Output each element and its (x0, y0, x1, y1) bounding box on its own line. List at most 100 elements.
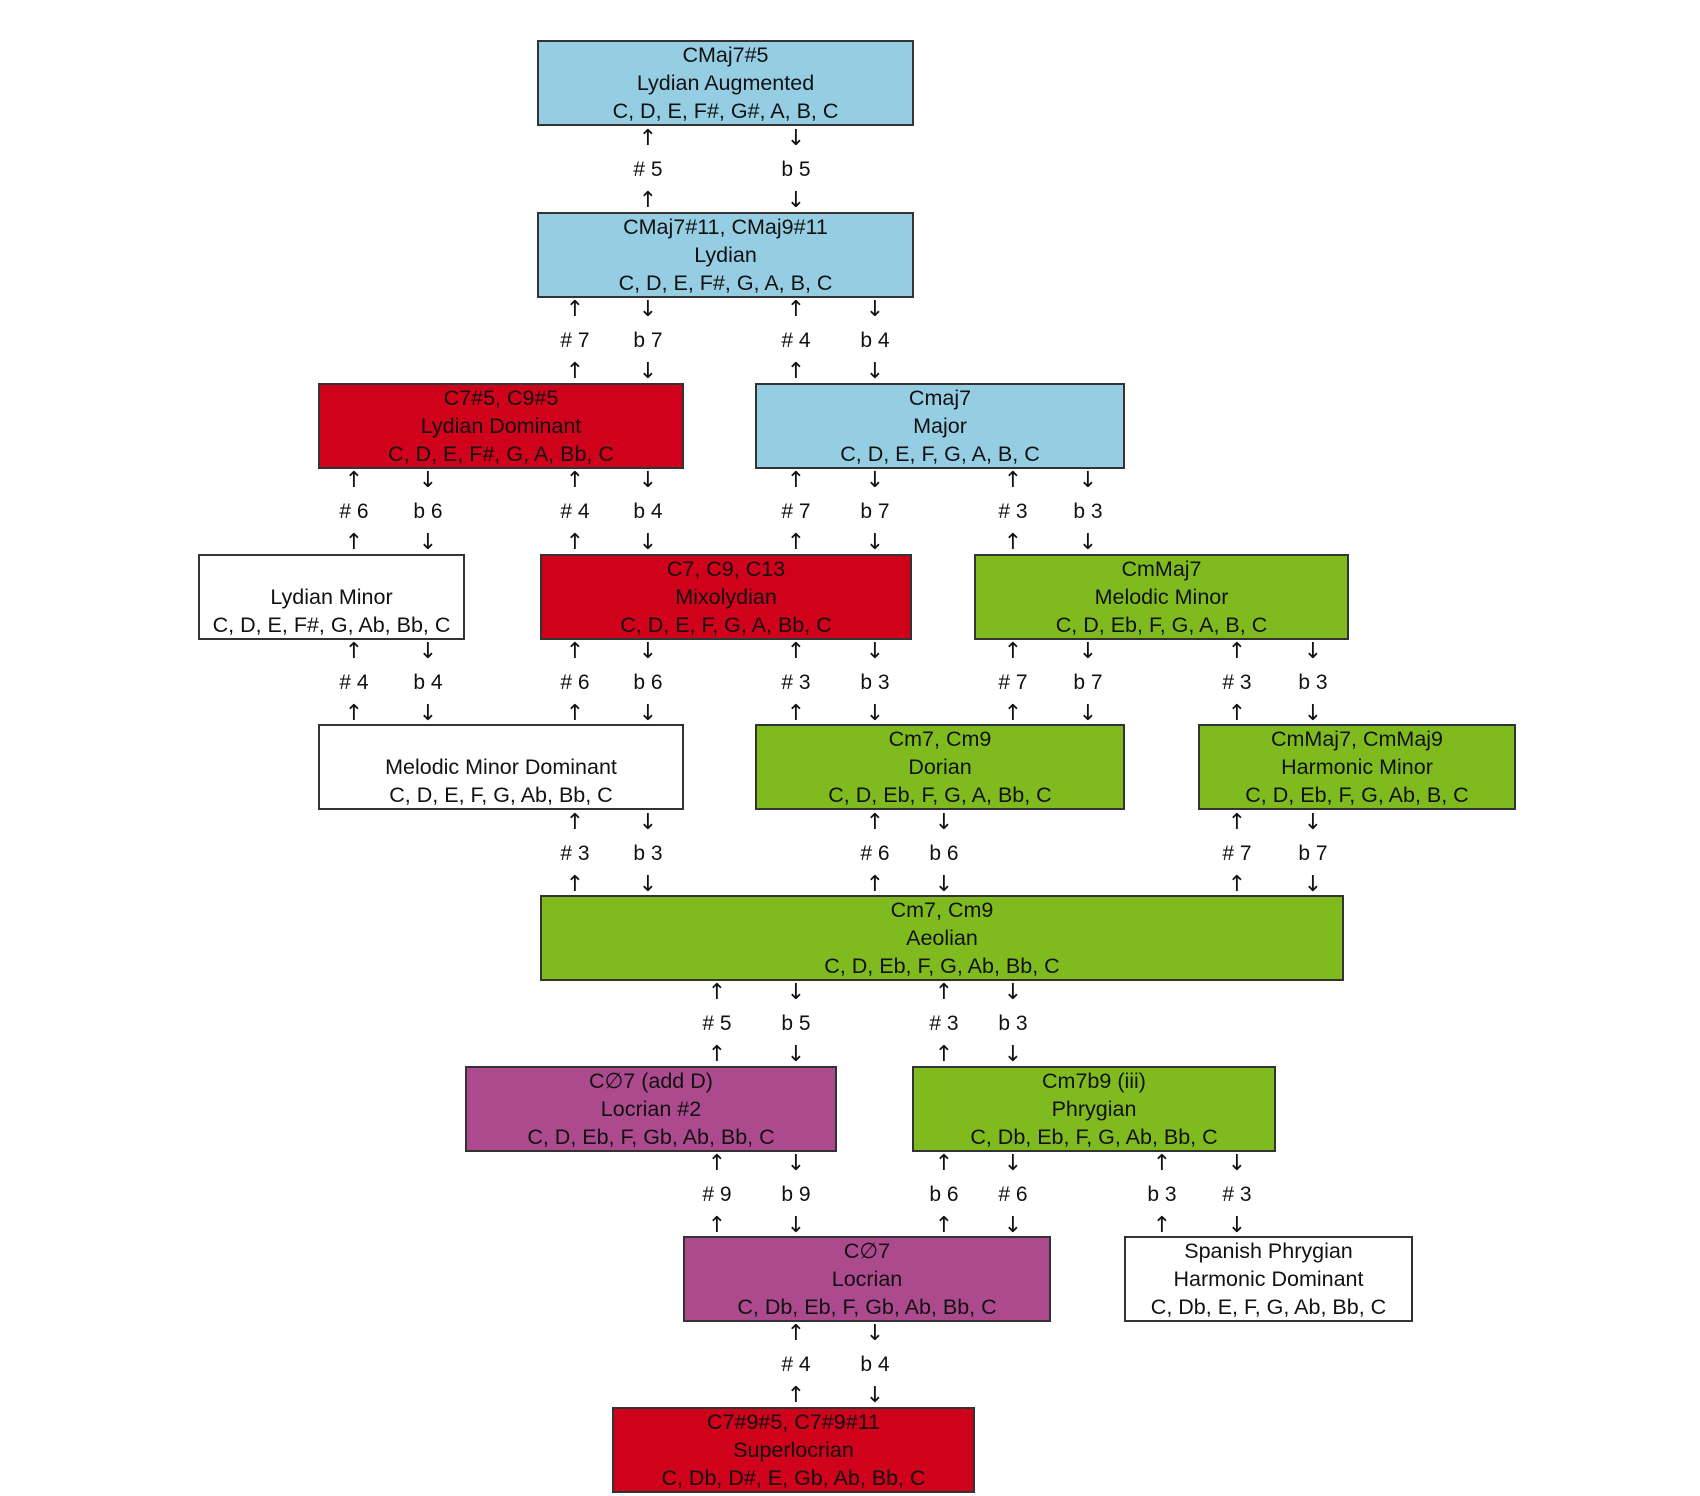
interval-label: # 3 (998, 500, 1028, 523)
transition-down: ↓b 7↓ (847, 470, 903, 554)
arrow-down-icon: ↓ (934, 872, 954, 897)
transition-up: ↑# 7↑ (547, 299, 603, 383)
interval-label: b 4 (860, 1353, 890, 1376)
interval-label: b 3 (860, 671, 890, 694)
transition-up: ↑b 3↑ (1134, 1153, 1190, 1237)
interval-label: # 3 (1222, 671, 1252, 694)
arrow-down-icon: ↓ (638, 639, 658, 664)
arrow-down-icon: ↓ (638, 530, 658, 555)
interval-label: b 6 (929, 842, 959, 865)
arrow-down-icon: ↓ (865, 297, 885, 322)
interval-label: # 3 (1222, 1183, 1252, 1206)
mode-name: Lydian (694, 243, 757, 267)
chord-label: Cm7, Cm9 (890, 898, 994, 922)
arrow-up-icon: ↑ (865, 872, 885, 897)
interval-label: # 5 (633, 158, 663, 181)
arrow-up-icon: ↑ (565, 297, 585, 322)
interval-label: b 5 (781, 1012, 811, 1035)
interval-label: b 5 (781, 158, 811, 181)
transition-up: ↑# 3↑ (547, 812, 603, 896)
mode-name: Locrian (831, 1267, 903, 1291)
chord-label: C7, C9, C13 (666, 557, 786, 581)
arrow-down-icon: ↓ (638, 359, 658, 384)
arrow-down-icon: ↓ (934, 810, 954, 835)
arrow-down-icon: ↓ (638, 468, 658, 493)
interval-label: b 3 (1073, 500, 1103, 523)
interval-label: # 4 (781, 329, 811, 352)
interval-label: # 4 (339, 671, 369, 694)
arrow-up-icon: ↑ (1152, 1213, 1172, 1238)
interval-label: # 7 (781, 500, 811, 523)
interval-label: # 5 (702, 1012, 732, 1035)
arrow-down-icon: ↓ (786, 1151, 806, 1176)
arrow-up-icon: ↑ (565, 530, 585, 555)
arrow-down-icon: ↓ (418, 530, 438, 555)
arrow-down-icon: ↓ (638, 872, 658, 897)
interval-label: # 4 (560, 500, 590, 523)
transition-up: ↑# 5↑ (620, 128, 676, 212)
arrow-down-icon: ↓ (1003, 980, 1023, 1005)
arrow-down-icon: ↓ (1078, 468, 1098, 493)
arrow-down-icon: ↓ (1303, 810, 1323, 835)
chord-label (329, 555, 335, 583)
transition-down: ↓b 4↓ (847, 1323, 903, 1407)
arrow-down-icon: ↓ (1003, 1042, 1023, 1067)
arrow-down-icon: ↓ (418, 701, 438, 726)
mode-name: Superlocrian (733, 1438, 854, 1462)
scale-notes: C, D, Eb, F, G, A, Bb, C (828, 783, 1052, 807)
interval-label: b 6 (413, 500, 443, 523)
chord-label: Cm7, Cm9 (888, 727, 992, 751)
scale-notes: C, D, E, F, G, Ab, Bb, C (389, 783, 613, 807)
arrow-up-icon: ↑ (1003, 468, 1023, 493)
mode-name: Lydian Dominant (420, 414, 582, 438)
arrow-down-icon: ↓ (865, 468, 885, 493)
transition-down: ↓b 4↓ (847, 299, 903, 383)
chord-label: C∅7 (add D) (589, 1069, 713, 1093)
arrow-down-icon: ↓ (865, 530, 885, 555)
transition-up: ↑# 7↑ (985, 641, 1041, 725)
arrow-down-icon: ↓ (1078, 530, 1098, 555)
arrow-up-icon: ↑ (565, 701, 585, 726)
scale-notes: C, D, Eb, F, Gb, Ab, Bb, C (527, 1125, 775, 1149)
arrow-up-icon: ↑ (1227, 701, 1247, 726)
transition-up: ↑# 3↑ (916, 982, 972, 1066)
arrow-down-icon: ↓ (418, 639, 438, 664)
arrow-down-icon: ↓ (865, 359, 885, 384)
arrow-down-icon: ↓ (786, 126, 806, 151)
interval-label: b 7 (1298, 842, 1328, 865)
interval-label: # 7 (1222, 842, 1252, 865)
arrow-up-icon: ↑ (707, 1042, 727, 1067)
transition-down: ↓ # 3 ↓ (1209, 1153, 1265, 1237)
transition-up: ↑# 6↑ (326, 470, 382, 554)
transition-down: ↓# 6↓ (985, 1153, 1041, 1237)
arrow-down-icon: ↓ (1078, 639, 1098, 664)
transition-up: ↑b 6↑ (916, 1153, 972, 1237)
arrow-down-icon: ↓ (1227, 1151, 1247, 1176)
arrow-up-icon: ↑ (1003, 701, 1023, 726)
mode-name: Aeolian (906, 926, 978, 950)
arrow-up-icon: ↑ (786, 297, 806, 322)
scale-notes: C, D, E, F#, G#, A, B, C (612, 99, 839, 123)
arrow-down-icon: ↓ (1227, 1213, 1247, 1238)
arrow-down-icon: ↓ (638, 810, 658, 835)
interval-label: # 9 (702, 1183, 732, 1206)
scale-notes: C, Db, Eb, F, G, Ab, Bb, C (970, 1125, 1218, 1149)
transition-down: ↓b 7↓ (1285, 812, 1341, 896)
transition-down: ↓b 4↓ (400, 641, 456, 725)
scale-notes: C, D, E, F, G, A, B, C (840, 442, 1040, 466)
interval-label: b 9 (781, 1183, 811, 1206)
arrow-down-icon: ↓ (418, 468, 438, 493)
arrow-up-icon: ↑ (565, 359, 585, 384)
transition-down: ↓b 3↓ (985, 982, 1041, 1066)
arrow-down-icon: ↓ (786, 188, 806, 213)
scale-notes: C, D, E, F#, G, A, B, C (618, 271, 833, 295)
interval-label: b 3 (1147, 1183, 1177, 1206)
transition-down: ↓b 7↓ (620, 299, 676, 383)
